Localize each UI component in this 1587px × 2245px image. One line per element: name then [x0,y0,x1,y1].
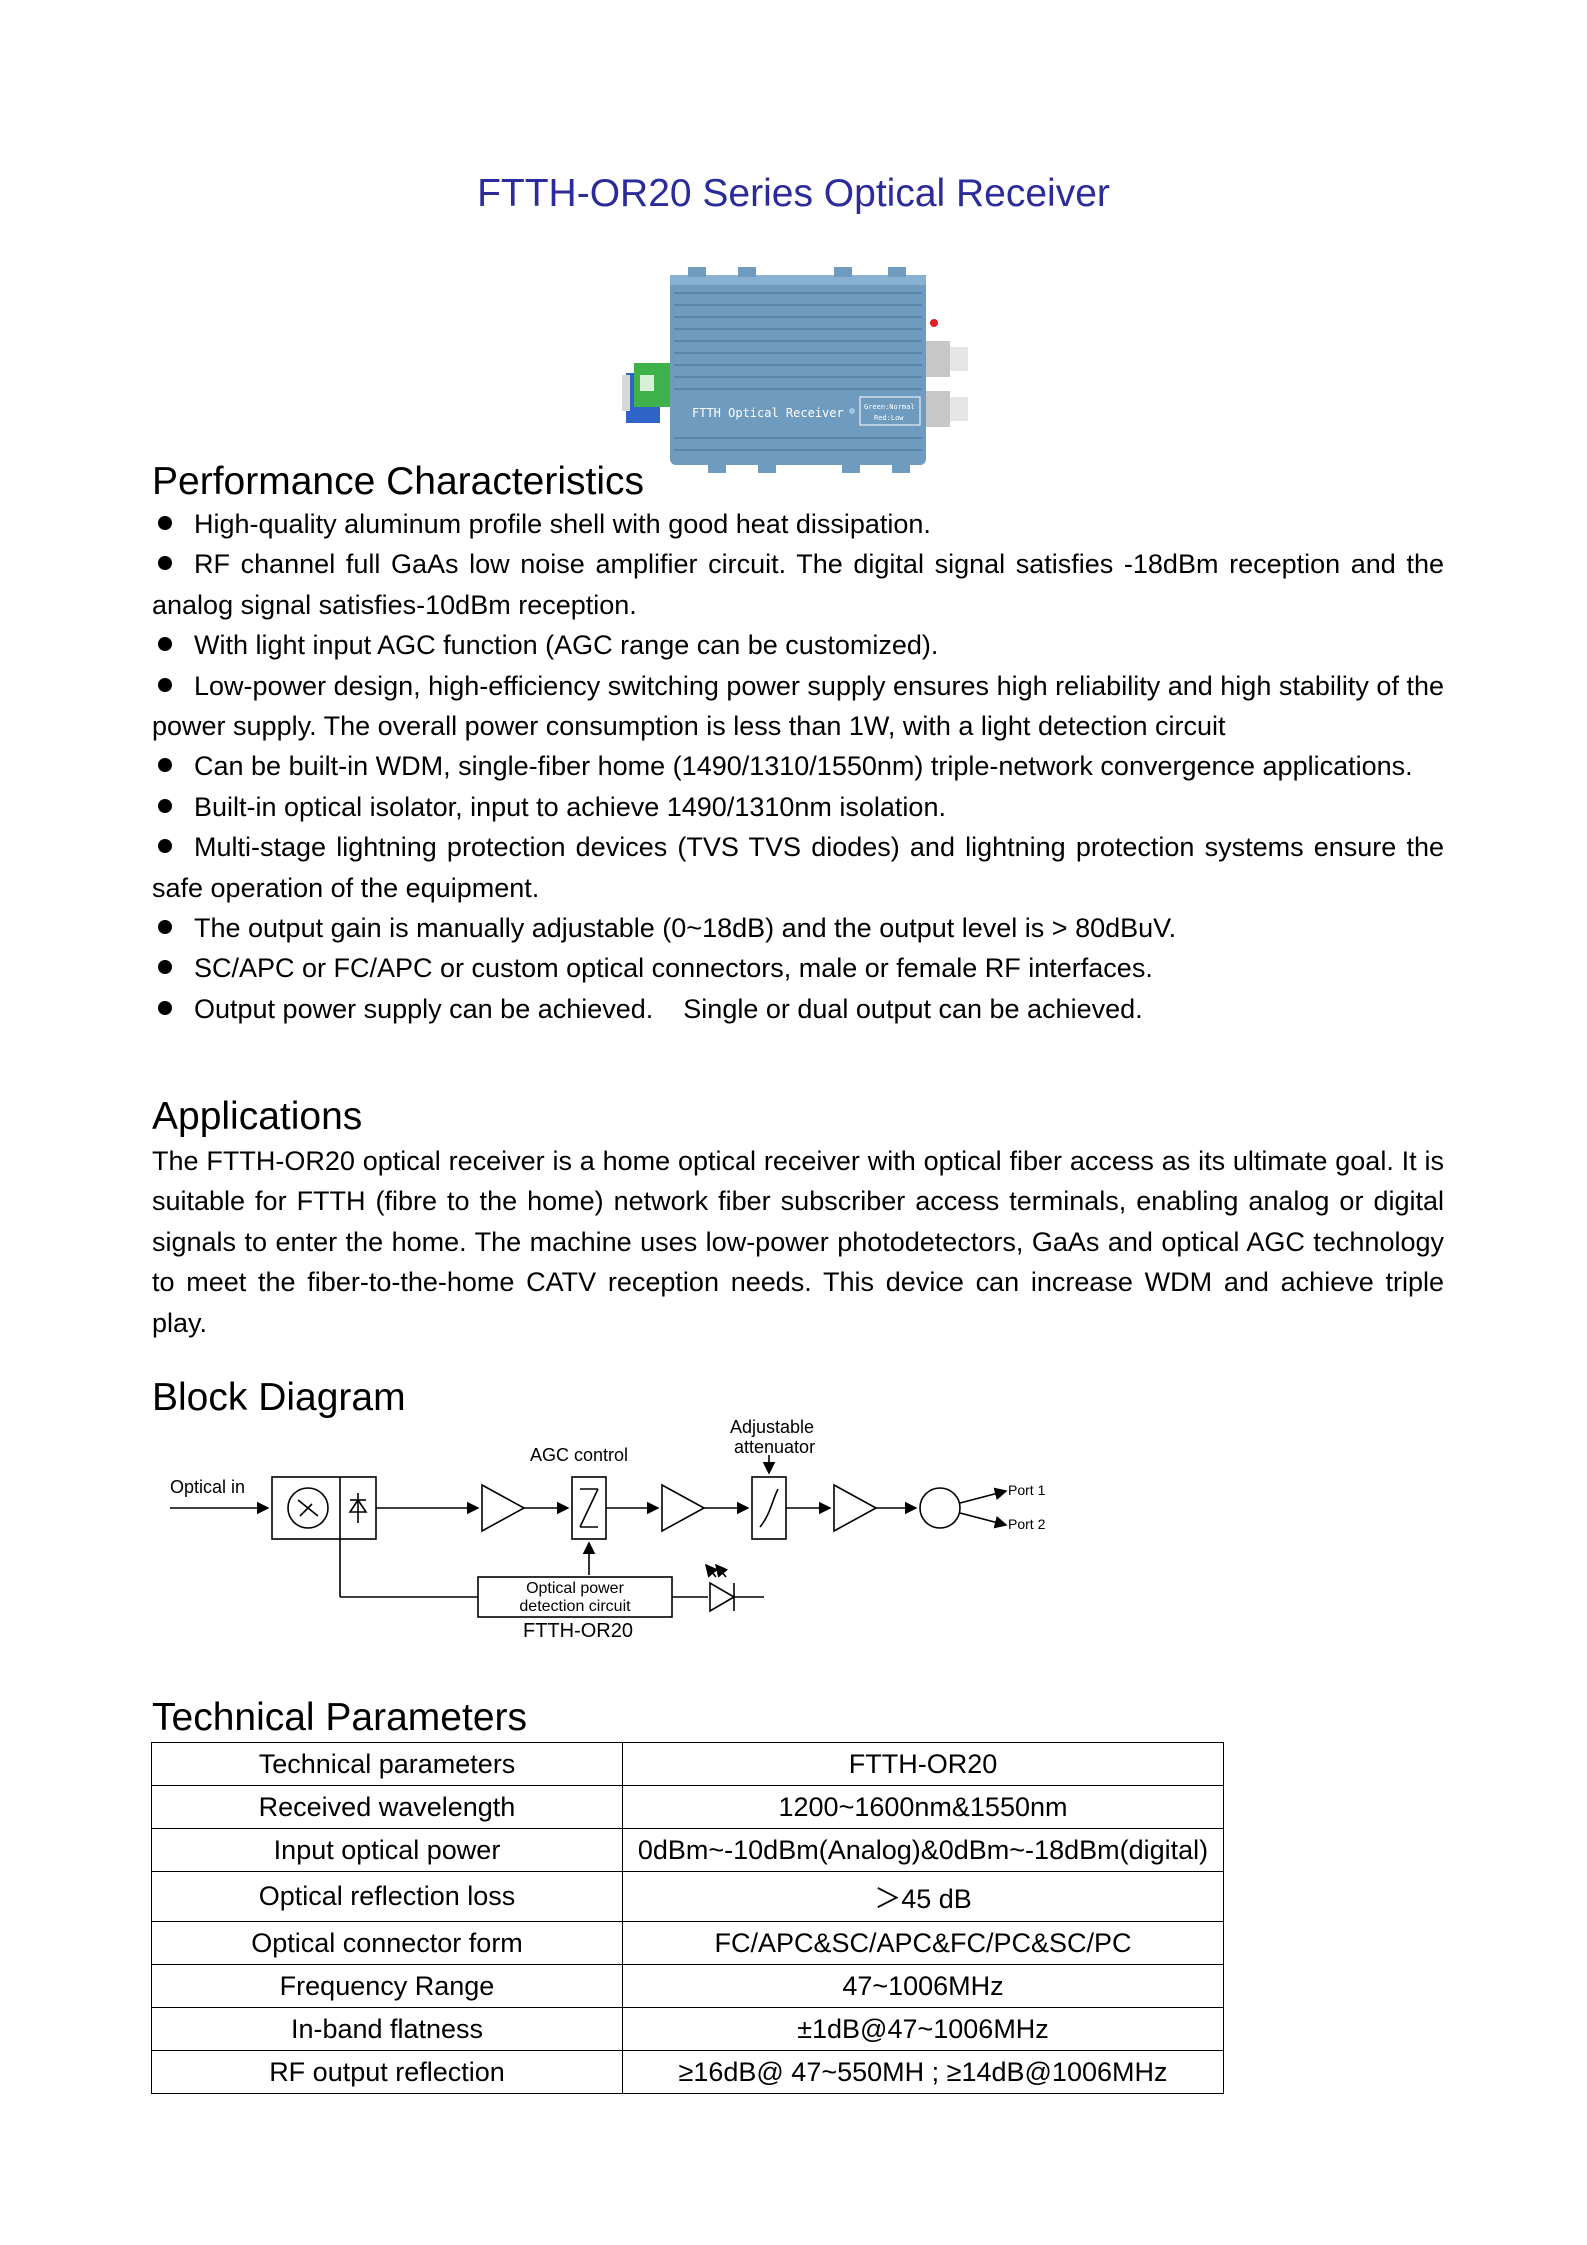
table-row: Frequency Range 47~1006MHz [151,1964,1224,2008]
bullet-icon [158,960,172,975]
diagram-attenuator: attenuator [734,1437,815,1457]
param-cell: Received wavelength [151,1785,623,1829]
param-cell: Optical reflection loss [151,1871,623,1922]
list-item: RF channel full GaAs low noise amplifier… [152,549,1444,620]
bullet-icon [158,798,172,813]
block-diagram: Optical in AGC control Adjustable attenu… [170,1417,1046,1642]
list-item: With light input AGC function (AGC range… [152,625,1444,665]
applications-text: The FTTH-OR20 optical receiver is a home… [152,1146,1444,1338]
table-row: Optical reflection loss ＞45 dB [151,1871,1224,1922]
bullet-icon [158,556,172,571]
bullet-icon [158,637,172,652]
list-item: SC/APC or FC/APC or custom optical conne… [152,948,1444,988]
diagram-optical-in: Optical in [170,1477,245,1497]
list-item: Output power supply can be achieved. Sin… [152,989,1444,1029]
block-diagram-heading: Block Diagram [152,1376,406,1419]
value-cell: ±1dB@47~1006MHz [622,2007,1224,2051]
param-cell: Input optical power [151,1828,623,1872]
bullet-icon [158,677,172,692]
table-row: Received wavelength 1200~1600nm&1550nm [151,1785,1224,1829]
param-cell: Frequency Range [151,1964,623,2008]
performance-heading: Performance Characteristics [152,460,644,503]
param-cell: Technical parameters [151,1742,623,1786]
product-led-label-2: Red:Low [874,414,904,422]
diagram-port2: Port 2 [1008,1516,1046,1532]
diagram-agc-control: AGC control [530,1445,628,1465]
table-row: Optical connector form FC/APC&SC/APC&FC/… [151,1921,1224,1965]
param-cell: In-band flatness [151,2007,623,2051]
value-cell: ≥16dB@ 47~550MH ; ≥14dB@1006MHz [622,2050,1224,2094]
table-row: In-band flatness ±1dB@47~1006MHz [151,2007,1224,2051]
table-row: Input optical power 0dBm~-10dBm(Analog)&… [151,1828,1224,1872]
applications-heading: Applications [152,1095,363,1138]
list-item: Built-in optical isolator, input to achi… [152,787,1444,827]
list-item: The output gain is manually adjustable (… [152,908,1444,948]
value-cell: 47~1006MHz [622,1964,1224,2008]
technical-parameters-table: Technical parameters FTTH-OR20 Received … [151,1742,1224,2094]
table-row: RF output reflection ≥16dB@ 47~550MH ; ≥… [151,2050,1224,2094]
value-cell: ＞45 dB [622,1871,1224,1922]
value-cell: FTTH-OR20 [622,1742,1224,1786]
bullet-icon [158,920,172,935]
list-item: Low-power design, high-efficiency switch… [152,670,1444,742]
diagram-port1: Port 1 [1008,1482,1046,1498]
param-cell: Optical connector form [151,1921,623,1965]
value-cell: 1200~1600nm&1550nm [622,1785,1224,1829]
param-cell: RF output reflection [151,2050,623,2094]
list-item: Multi-stage lightning protection devices… [152,832,1444,903]
diagram-detection-2: detection circuit [519,1598,631,1615]
bullet-icon [158,839,172,854]
bullet-icon [158,1000,172,1015]
diagram-model: FTTH-OR20 [523,1620,633,1642]
bullet-icon [158,516,172,530]
list-item: High-quality aluminum profile shell with… [152,504,1444,544]
product-led-label-1: Green:Normal [864,403,915,411]
product-image: FTTH Optical Receiver Green:Normal Red:L… [622,267,968,473]
table-row: Technical parameters FTTH-OR20 [151,1742,1224,1786]
diagram-adjustable: Adjustable [730,1417,814,1437]
value-cell: FC/APC&SC/APC&FC/PC&SC/PC [622,1921,1224,1965]
technical-heading: Technical Parameters [152,1696,527,1739]
performance-list: High-quality aluminum profile shell with… [152,504,1444,1029]
list-item: Can be built-in WDM, single-fiber home (… [152,746,1444,786]
diagram-detection-1: Optical power [526,1580,624,1597]
page-title: FTTH-OR20 Series Optical Receiver [477,172,1110,215]
product-label: FTTH Optical Receiver [692,406,844,420]
bullet-icon [158,758,172,773]
value-cell: 0dBm~-10dBm(Analog)&0dBm~-18dBm(digital) [622,1828,1224,1872]
